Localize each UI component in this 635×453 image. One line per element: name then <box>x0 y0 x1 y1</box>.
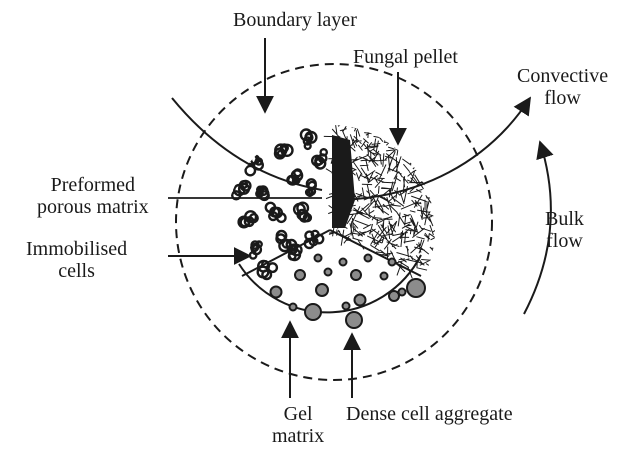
gel-bead <box>316 284 328 296</box>
gel-bead <box>343 303 350 310</box>
dense-cell-aggregate-label: Dense cell aggregate <box>346 403 513 425</box>
gel-bead <box>389 259 396 266</box>
gel-bead <box>355 295 366 306</box>
porous-matrix-pore <box>239 211 258 227</box>
gel-bead <box>315 255 322 262</box>
gel-bead <box>346 312 362 328</box>
gel-bead <box>389 291 399 301</box>
gel-matrix-label: Gel matrix <box>272 403 324 447</box>
gel-bead <box>351 270 361 280</box>
gel-bead <box>325 269 332 276</box>
gel-bead <box>290 304 297 311</box>
immobilised-cells-label: Immobilised cells <box>26 238 127 282</box>
gel-bead <box>305 304 321 320</box>
porous-matrix-pore <box>266 203 286 222</box>
porous-matrix-pore <box>232 181 250 199</box>
porous-matrix-pore <box>275 144 293 158</box>
gel-bead <box>407 279 425 297</box>
gel-bead <box>271 287 282 298</box>
convective-flow-label: Convective flow <box>517 65 608 109</box>
porous-matrix-pore <box>312 149 327 168</box>
gel-bead <box>399 289 406 296</box>
porous-matrix-pore <box>277 231 297 251</box>
boundary-layer-label: Boundary layer <box>233 9 357 31</box>
gel-bead <box>365 255 372 262</box>
preformed-porous-matrix-label: Preformed porous matrix <box>37 174 149 218</box>
particle-sectors <box>232 106 446 279</box>
porous-matrix-pore <box>250 241 262 258</box>
gel-bead <box>295 270 305 280</box>
gel-bead <box>381 273 388 280</box>
fungal-pellet-label: Fungal pellet <box>353 46 458 68</box>
fungal-pellet-sector <box>324 106 446 278</box>
bulk-flow-label: Bulk flow <box>545 208 584 252</box>
porous-matrix-pore <box>294 203 311 222</box>
porous-matrix-pore <box>301 130 316 149</box>
gel-bead <box>340 259 347 266</box>
